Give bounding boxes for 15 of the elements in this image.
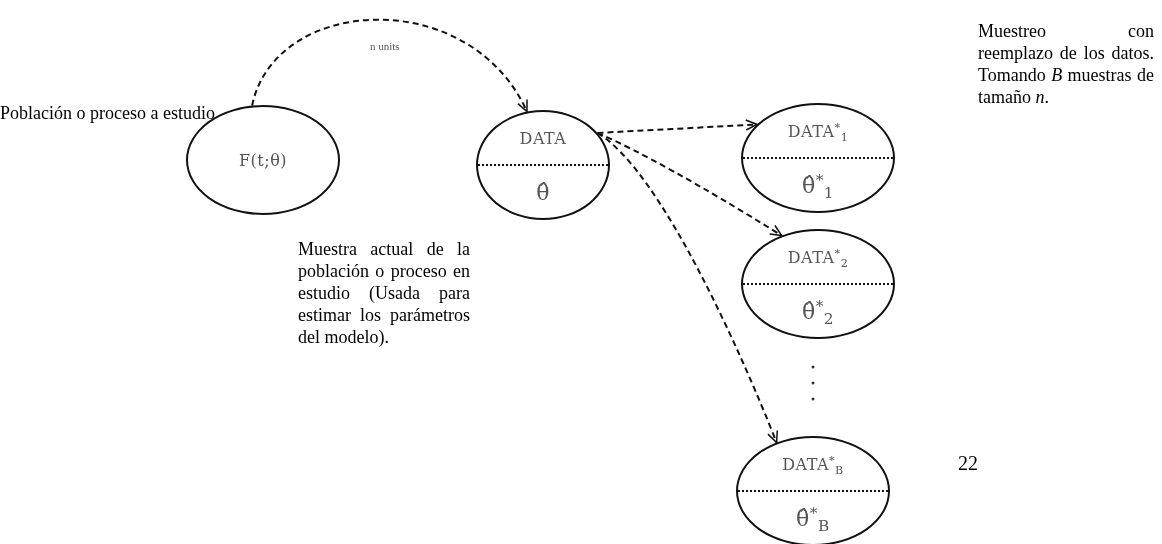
ellipse-node xyxy=(741,229,895,339)
annotation-text: Muestra actual de la población o proceso en estudio (Usada para estimar los parámetros del modelo). xyxy=(298,238,470,348)
page-number: 22 xyxy=(958,452,978,475)
ellipse-node xyxy=(476,110,610,220)
annotation-text: Población o proceso a estudio xyxy=(0,102,216,124)
annotation-text: Muestreo con reemplazo de los datos. Tomando B muestras de tamaño n. xyxy=(978,20,1154,108)
dashed-arrow xyxy=(251,18,528,113)
node-text: DATA xyxy=(519,128,567,148)
node-text: F(t;θ) xyxy=(238,150,287,170)
dashed-arrow xyxy=(596,131,778,444)
edge-label: n units xyxy=(368,40,402,52)
dashed-arrow xyxy=(596,119,758,134)
ellipse-node xyxy=(741,103,895,213)
ellipse-node xyxy=(736,436,890,544)
node-text: θ̂ xyxy=(536,179,550,205)
